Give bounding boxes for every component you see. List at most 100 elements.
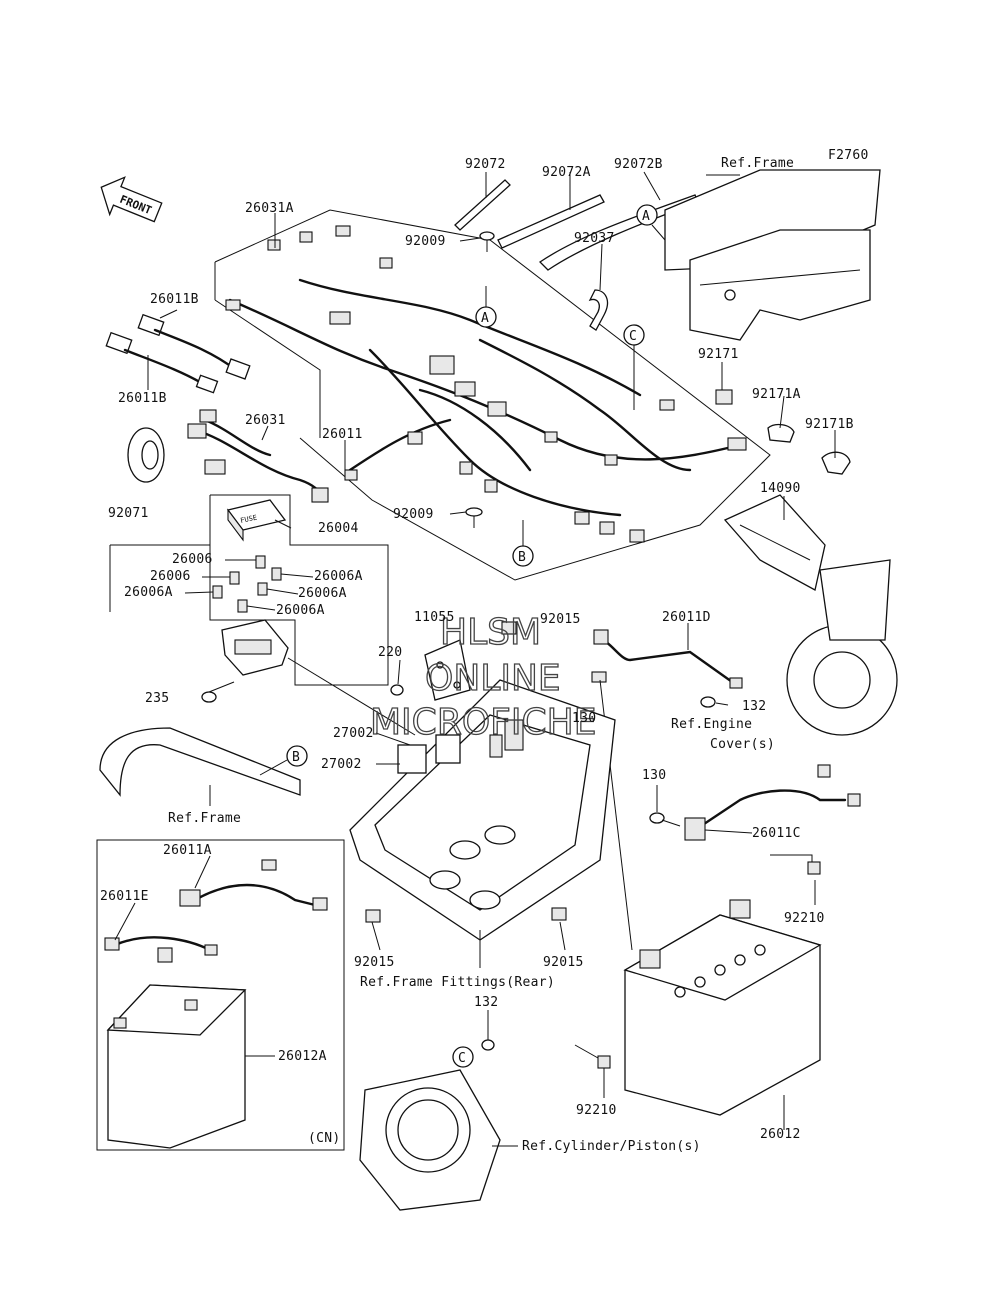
ref-cn: (CN) bbox=[308, 1131, 341, 1146]
label-92072: 92072 bbox=[465, 157, 506, 172]
cable-26011C bbox=[684, 764, 861, 841]
bolt-220 bbox=[390, 684, 404, 696]
clip-92015-right bbox=[551, 907, 567, 921]
label-92015-top: 92015 bbox=[540, 612, 581, 627]
label-14090: 14090 bbox=[760, 481, 801, 496]
clip-92171B bbox=[821, 451, 851, 475]
bolt-235 bbox=[201, 681, 235, 703]
ref-labels: Ref.Frame Ref.Frame Ref.Engine Cover(s) … bbox=[168, 156, 794, 1154]
bolt-130-mid bbox=[649, 812, 681, 827]
relay-27002 bbox=[397, 734, 461, 774]
battery-26012A bbox=[106, 984, 247, 1149]
label-130-top: 130 bbox=[572, 711, 596, 726]
nut-92210-bot bbox=[597, 1055, 611, 1069]
watermark: HLSM ONLINE MICROFICHE bbox=[369, 611, 597, 743]
nut-92210-top bbox=[807, 861, 821, 875]
label-26012: 26012 bbox=[760, 1127, 801, 1142]
harness-26011B bbox=[105, 313, 251, 394]
engine-cover bbox=[786, 559, 898, 736]
label-92009-mid: 92009 bbox=[393, 507, 434, 522]
svg-text:FUSE: FUSE bbox=[240, 514, 258, 525]
label-11055: 11055 bbox=[414, 610, 455, 625]
label-26012A: 26012A bbox=[278, 1049, 327, 1064]
svg-text:C: C bbox=[458, 1051, 466, 1066]
clamp-92037 bbox=[588, 289, 609, 331]
clip-92015-left bbox=[365, 909, 381, 923]
label-92072B: 92072B bbox=[614, 157, 663, 172]
clip-92015-top bbox=[501, 621, 517, 635]
ref-frame-left: Ref.Frame bbox=[168, 811, 241, 826]
label-26006A-a: 26006A bbox=[314, 569, 363, 584]
label-26011E: 26011E bbox=[100, 889, 149, 904]
callout-c-bot: C bbox=[452, 1046, 474, 1068]
callout-a-top: A bbox=[475, 286, 497, 328]
label-235: 235 bbox=[145, 691, 169, 706]
label-92037: 92037 bbox=[574, 231, 615, 246]
label-92210-bot: 92210 bbox=[576, 1103, 617, 1118]
part-labels: 92072 92072A 92072B 26031A 92009 92037 2… bbox=[100, 157, 854, 1142]
cable-tie-92072 bbox=[454, 179, 511, 231]
label-26011C: 26011C bbox=[752, 826, 801, 841]
label-26031A: 26031A bbox=[245, 201, 294, 216]
harness-26031 bbox=[187, 409, 329, 503]
svg-text:A: A bbox=[642, 209, 650, 224]
fuse-box-base bbox=[221, 619, 289, 676]
frame-section-top bbox=[664, 169, 881, 341]
cable-26011E bbox=[104, 936, 218, 963]
svg-text:B: B bbox=[518, 550, 526, 565]
label-26011: 26011 bbox=[322, 427, 363, 442]
ref-engine-cover-2: Cover(s) bbox=[710, 737, 775, 752]
screw-92009-mid bbox=[465, 507, 483, 528]
main-harness-assembly bbox=[214, 209, 771, 581]
label-26006A-d: 26006A bbox=[276, 603, 325, 618]
label-27002-a: 27002 bbox=[333, 726, 374, 741]
ref-frame-top: Ref.Frame bbox=[721, 156, 794, 171]
label-92015-r: 92015 bbox=[543, 955, 584, 970]
label-26006A-b: 26006A bbox=[124, 585, 173, 600]
screw-92009-top bbox=[479, 231, 495, 252]
label-92009-top: 92009 bbox=[405, 234, 446, 249]
bolt-132-top bbox=[700, 696, 716, 708]
ref-cylinder: Ref.Cylinder/Piston(s) bbox=[522, 1139, 701, 1154]
diagram-id: F2760 bbox=[828, 148, 869, 163]
label-26004: 26004 bbox=[318, 521, 359, 536]
bolt-132-bot bbox=[481, 1018, 495, 1051]
label-132-top: 132 bbox=[742, 699, 766, 714]
label-92072A: 92072A bbox=[542, 165, 591, 180]
label-26011D: 26011D bbox=[662, 610, 711, 625]
label-220: 220 bbox=[378, 645, 402, 660]
leader-lines bbox=[114, 171, 836, 1147]
label-27002-b: 27002 bbox=[321, 757, 362, 772]
fuse-box-group: FUSE bbox=[109, 494, 416, 736]
fuse-26006 bbox=[212, 555, 282, 613]
svg-text:B: B bbox=[292, 750, 300, 765]
frame-section-left bbox=[99, 727, 301, 797]
label-132-bot: 132 bbox=[474, 995, 498, 1010]
svg-text:MICROFICHE: MICROFICHE bbox=[370, 702, 596, 743]
label-26011B-bot: 26011B bbox=[118, 391, 167, 406]
cover-14090 bbox=[723, 494, 826, 591]
label-26006A-c: 26006A bbox=[298, 586, 347, 601]
label-26011A: 26011A bbox=[163, 843, 212, 858]
callout-b-mid: B bbox=[512, 520, 534, 567]
cable-tie-92072A bbox=[497, 194, 605, 249]
label-92071: 92071 bbox=[108, 506, 149, 521]
label-92210-top: 92210 bbox=[784, 911, 825, 926]
cable-26011D bbox=[591, 629, 743, 951]
label-130-mid: 130 bbox=[642, 768, 666, 783]
label-26031: 26031 bbox=[245, 413, 286, 428]
label-92015-l: 92015 bbox=[354, 955, 395, 970]
battery-26012 bbox=[623, 899, 822, 1116]
svg-text:C: C bbox=[629, 329, 637, 344]
cylinder-block bbox=[359, 1069, 501, 1211]
callout-c-top: C bbox=[623, 324, 645, 410]
callout-b-frame: B bbox=[259, 745, 308, 776]
svg-text:HLSM: HLSM bbox=[440, 612, 541, 653]
label-26006-a: 26006 bbox=[172, 552, 213, 567]
label-92171B: 92171B bbox=[805, 417, 854, 432]
label-26006-b: 26006 bbox=[150, 569, 191, 584]
bracket-11055 bbox=[424, 639, 471, 701]
label-92171A: 92171A bbox=[752, 387, 801, 402]
fuse-cover-26004: FUSE bbox=[226, 499, 287, 542]
